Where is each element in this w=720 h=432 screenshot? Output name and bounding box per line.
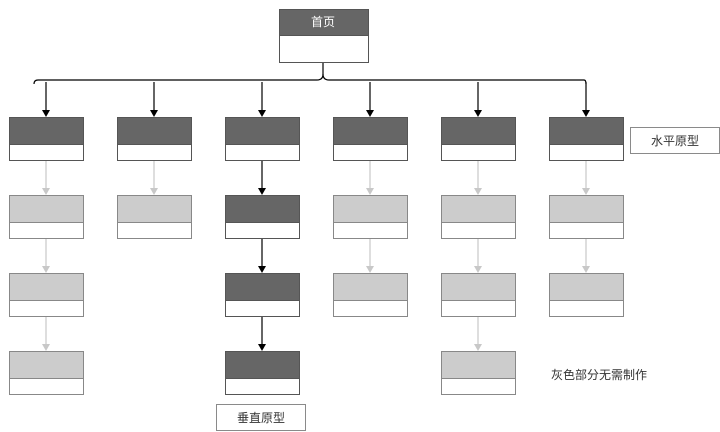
col5-node-1-header [441, 117, 516, 145]
col3-node-4-header [225, 351, 300, 379]
col4-arrow-2 [366, 239, 374, 273]
col4-node-1-header [333, 117, 408, 145]
col5-node-1 [441, 117, 516, 161]
horizontal-prototype-label: 水平原型 [630, 127, 720, 154]
col1-top-arrow [42, 82, 50, 117]
col2-top-arrow [150, 82, 158, 117]
home-node-label: 首页 [311, 15, 335, 29]
col6-node-2 [549, 195, 624, 239]
col4-arrow-1 [366, 161, 374, 195]
col5-node-3 [441, 273, 516, 317]
col3-arrow-2 [258, 239, 266, 273]
col6-top-arrow [582, 82, 590, 117]
col6-arrow-1 [582, 161, 590, 195]
col6-node-1 [549, 117, 624, 161]
col5-arrow-1 [474, 161, 482, 195]
col1-node-4-header [9, 351, 84, 379]
col3-arrow-3 [258, 317, 266, 351]
col1-node-3 [9, 273, 84, 317]
col1-node-1-header [9, 117, 84, 145]
col5-arrow-2 [474, 239, 482, 273]
col1-node-2-header [9, 195, 84, 223]
col1-node-2 [9, 195, 84, 239]
col1-node-3-header [9, 273, 84, 301]
col2-node-1-header [117, 117, 192, 145]
vertical-prototype-label: 垂直原型 [216, 404, 306, 431]
col4-node-1 [333, 117, 408, 161]
col4-node-3 [333, 273, 408, 317]
col2-arrow-1 [150, 161, 158, 195]
col5-node-3-header [441, 273, 516, 301]
col1-node-1 [9, 117, 84, 161]
col6-node-3-header [549, 273, 624, 301]
col4-node-2 [333, 195, 408, 239]
col1-node-4 [9, 351, 84, 395]
col1-arrow-1 [42, 161, 50, 195]
col6-node-2-header [549, 195, 624, 223]
col4-node-3-header [333, 273, 408, 301]
col3-node-2 [225, 195, 300, 239]
col2-node-2-header [117, 195, 192, 223]
col2-node-1 [117, 117, 192, 161]
col5-node-4-header [441, 351, 516, 379]
col5-arrow-3 [474, 317, 482, 351]
col3-arrow-1 [258, 161, 266, 195]
col5-node-4 [441, 351, 516, 395]
col3-top-arrow [258, 82, 266, 117]
col3-node-2-header [225, 195, 300, 223]
home-connector [33, 62, 587, 85]
col3-node-3-header [225, 273, 300, 301]
col5-top-arrow [474, 82, 482, 117]
col3-node-3 [225, 273, 300, 317]
col1-arrow-3 [42, 317, 50, 351]
col5-node-2-header [441, 195, 516, 223]
col3-node-4 [225, 351, 300, 395]
col2-node-2 [117, 195, 192, 239]
col5-node-2 [441, 195, 516, 239]
home-node-header [279, 9, 369, 36]
col1-arrow-2 [42, 239, 50, 273]
col6-node-3 [549, 273, 624, 317]
col3-node-1 [225, 117, 300, 161]
col6-arrow-2 [582, 239, 590, 273]
gray-part-note: 灰色部分无需制作 [551, 368, 648, 382]
col3-node-1-header [225, 117, 300, 145]
col6-node-1-header [549, 117, 624, 145]
home-node [279, 9, 369, 63]
col4-top-arrow [366, 82, 374, 117]
col4-node-2-header [333, 195, 408, 223]
